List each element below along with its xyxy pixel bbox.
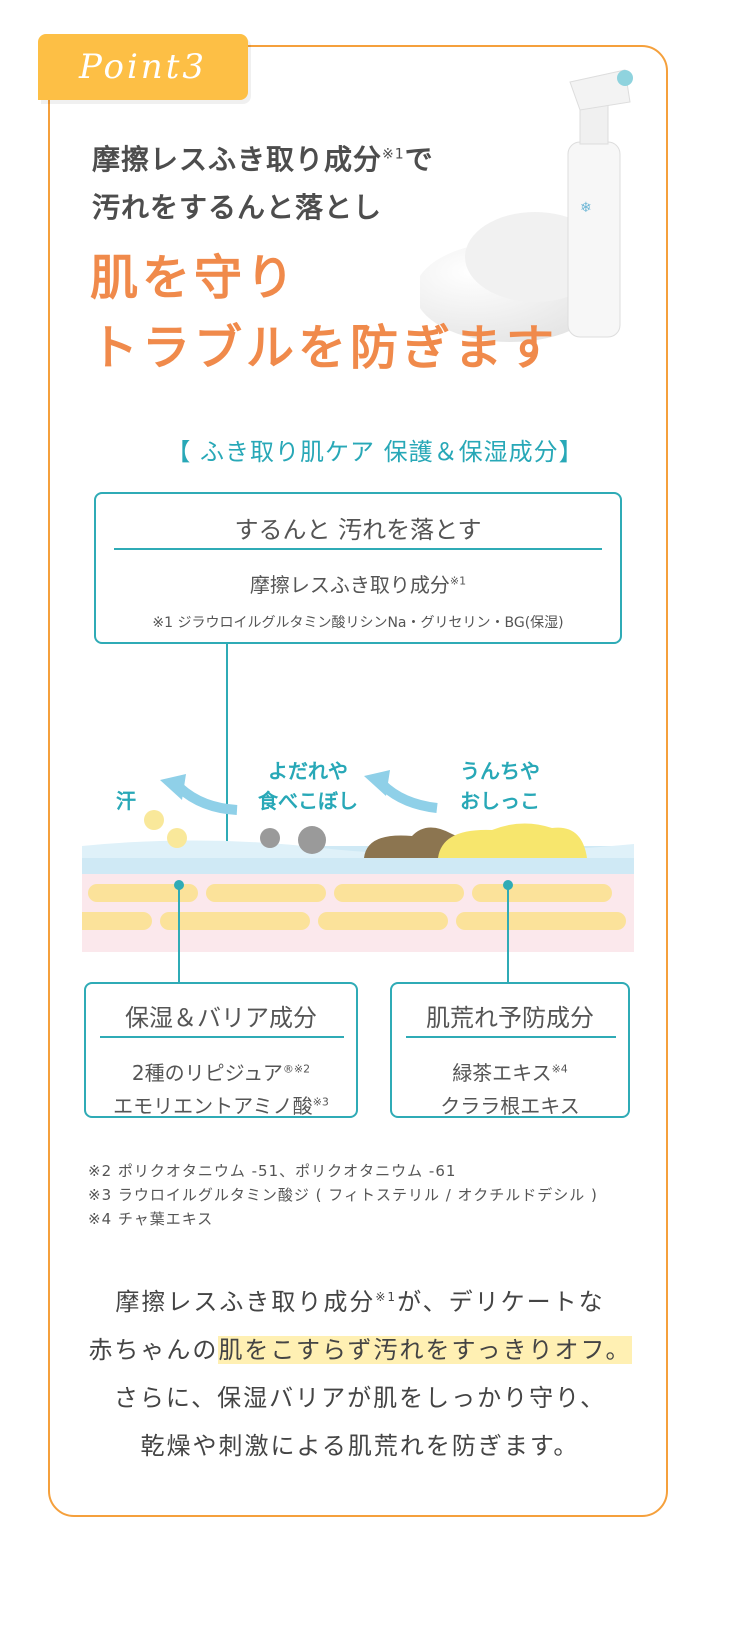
connector-dot bbox=[503, 880, 513, 890]
divider bbox=[100, 1036, 344, 1038]
remove-dirt-item: 摩擦レスふき取り成分※1 bbox=[249, 573, 467, 597]
connector-dot bbox=[174, 880, 184, 890]
rough-skin-item2: クララ根エキス bbox=[440, 1094, 580, 1118]
bottle-body bbox=[567, 141, 621, 338]
remove-dirt-title: するんと 汚れを落とす bbox=[234, 516, 482, 544]
rough-skin-item1: 緑茶エキス※4 bbox=[452, 1061, 568, 1085]
point-badge: Point3 bbox=[38, 34, 248, 100]
rough-skin-box: 肌荒れ予防成分 緑茶エキス※4 クララ根エキス bbox=[390, 982, 630, 1118]
moisture-barrier-title: 保湿＆バリア成分 bbox=[125, 1004, 317, 1032]
label-drool: よだれや 食べこぼし bbox=[258, 759, 358, 813]
headline-line1: 摩擦レスふき取り成分※1で bbox=[92, 143, 434, 176]
headline-big2: トラブルを防ぎます bbox=[90, 320, 559, 376]
connector-line bbox=[226, 644, 228, 854]
remove-dirt-box: するんと 汚れを落とす 摩擦レスふき取り成分※1 ※1 ジラウロイルグルタミン酸… bbox=[94, 492, 622, 644]
food-particle bbox=[260, 828, 280, 848]
arrow-icon bbox=[176, 784, 238, 815]
point-badge-label: Point3 bbox=[78, 47, 208, 87]
body-line1: 摩擦レスふき取り成分※1が、デリケートな bbox=[115, 1288, 605, 1316]
bottle-neck bbox=[579, 103, 609, 145]
headline-big1: 肌を守り bbox=[90, 250, 299, 306]
divider bbox=[406, 1036, 616, 1038]
product-image: ❄ bbox=[420, 69, 633, 342]
connector-line bbox=[507, 886, 509, 984]
connector-line bbox=[178, 886, 180, 984]
label-poop: うんちや おしっこ bbox=[460, 759, 540, 813]
pee-shape bbox=[438, 823, 587, 858]
headline-line2: 汚れをするんと落とし bbox=[92, 191, 383, 224]
headline-sup: ※1 bbox=[382, 146, 405, 163]
sweat-drop bbox=[144, 810, 164, 830]
food-particle bbox=[298, 826, 326, 854]
body-highlight: 肌をこすらず汚れをすっきりオフ。 bbox=[218, 1336, 632, 1364]
spray-nozzle bbox=[617, 70, 633, 86]
arrow-icon bbox=[378, 780, 438, 813]
footnote: ※4 チャ葉エキス bbox=[88, 1210, 214, 1228]
body-line2: 赤ちゃんの肌をこすらず汚れをすっきりオフ。 bbox=[88, 1336, 632, 1364]
moisture-barrier-item1: 2種のリピジュア®※2 bbox=[131, 1061, 311, 1085]
remove-dirt-note: ※1 ジラウロイルグルタミン酸リシンNa・グリセリン・BG(保湿) bbox=[152, 615, 564, 631]
spray-head bbox=[569, 69, 631, 111]
svg-text:❄: ❄ bbox=[580, 200, 592, 216]
rough-skin-title: 肌荒れ予防成分 bbox=[426, 1004, 594, 1032]
moisture-barrier-box: 保湿＆バリア成分 2種のリピジュア®※2 エモリエントアミノ酸※3 bbox=[84, 982, 358, 1118]
label-sweat: 汗 bbox=[116, 789, 136, 813]
skin-illustration bbox=[82, 770, 634, 952]
moisture-barrier-item2: エモリエントアミノ酸※3 bbox=[113, 1094, 329, 1118]
section-title: 【 ふき取り肌ケア 保護＆保湿成分】 bbox=[166, 438, 584, 466]
body-line4: 乾燥や刺激による肌荒れを防ぎます。 bbox=[140, 1432, 580, 1460]
divider bbox=[114, 548, 602, 550]
footnote: ※3 ラウロイルグルタミン酸ジ ( フィトステリル / オクチルドデシル ) bbox=[88, 1186, 598, 1204]
footnote: ※2 ポリクオタニウム -51、ポリクオタニウム -61 bbox=[88, 1162, 457, 1180]
body-line3: さらに、保湿バリアが肌をしっかり守り、 bbox=[113, 1384, 607, 1412]
sweat-drop bbox=[167, 828, 187, 848]
